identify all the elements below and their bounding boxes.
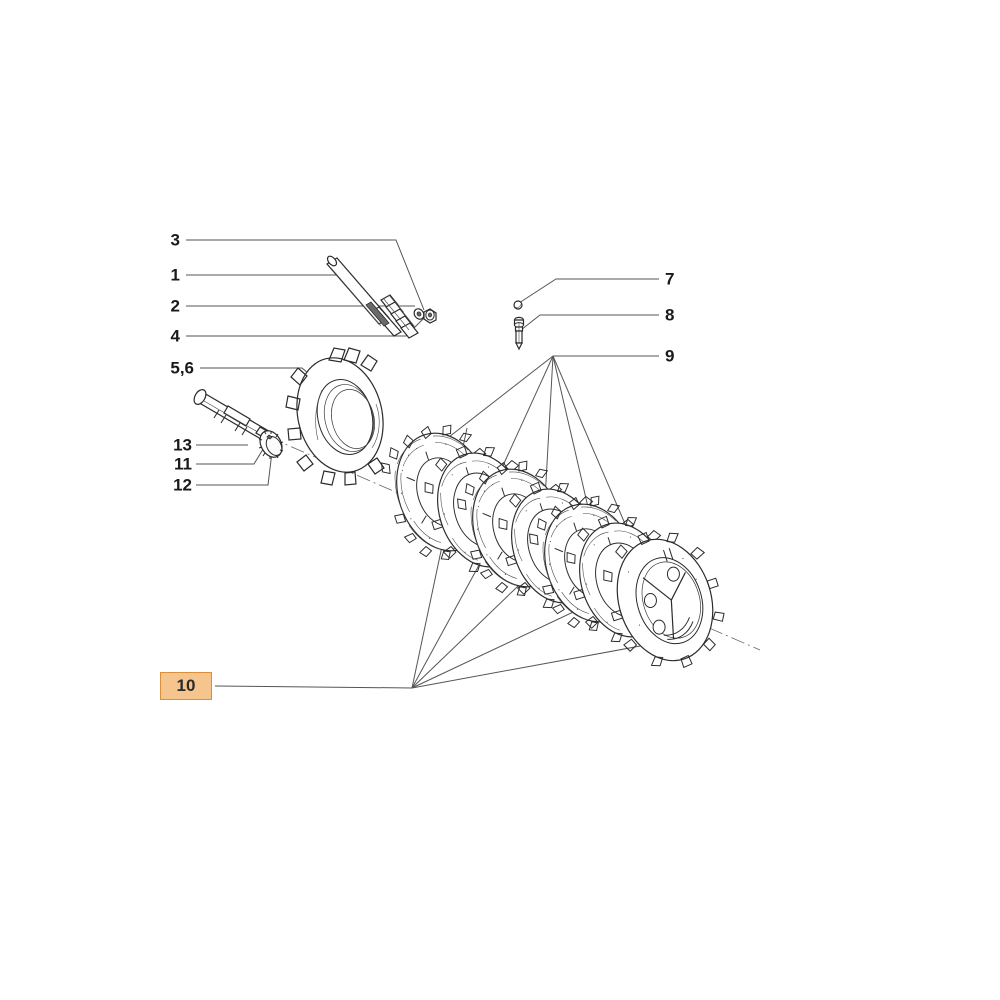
callout-label-2[interactable]: 2 — [170, 296, 180, 316]
release-pin — [513, 316, 525, 351]
pushrod-spring-assembly — [326, 255, 437, 339]
pressure-plate-ring — [285, 347, 385, 486]
callout-label-5-6[interactable]: 5,6 — [170, 358, 194, 378]
leader-lines-right-upper — [518, 278, 659, 331]
stepped-shaft-assembly — [193, 389, 284, 459]
hex-nut — [423, 308, 437, 324]
callout-label-8[interactable]: 8 — [665, 305, 675, 325]
splined-lock-nut — [258, 430, 284, 459]
callout-label-4[interactable]: 4 — [170, 326, 180, 346]
front-driven-plate — [603, 531, 725, 669]
callout-label-9[interactable]: 9 — [665, 346, 675, 366]
clutch-plate-stack — [370, 411, 725, 669]
callout-label-12[interactable]: 12 — [173, 475, 192, 495]
callout-label-1[interactable]: 1 — [170, 265, 180, 285]
callout-label-3[interactable]: 3 — [170, 230, 180, 250]
callout-label-11[interactable]: 11 — [174, 454, 192, 474]
steel-ball — [513, 300, 523, 310]
callout-label-7[interactable]: 7 — [665, 269, 675, 289]
callout-label-13[interactable]: 13 — [173, 435, 192, 455]
callout-label-10-highlighted[interactable]: 10 — [160, 672, 212, 700]
